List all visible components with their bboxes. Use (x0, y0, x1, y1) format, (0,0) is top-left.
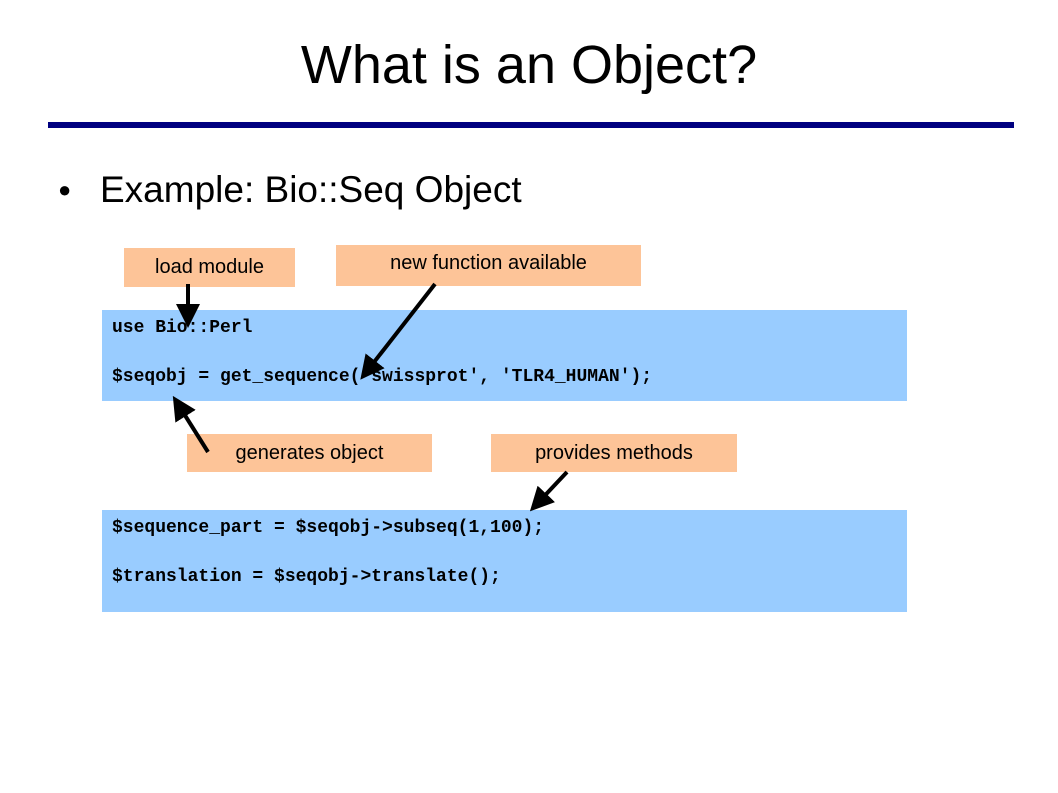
code-block-1: use Bio::Perl $seqobj = get_sequence('sw… (102, 310, 907, 401)
code-line: use Bio::Perl (112, 318, 253, 338)
code-line: $translation = $seqobj->translate(); (112, 567, 501, 587)
bullet-item: ● Example: Bio::Seq Object (58, 160, 522, 220)
callout-provides-methods: provides methods (491, 434, 737, 472)
bullet-icon: ● (58, 177, 72, 202)
slide-title: What is an Object? (300, 35, 758, 95)
callout-load-module: load module (124, 248, 295, 287)
code-line: $sequence_part = $seqobj->subseq(1,100); (112, 518, 545, 538)
callout-generates-object: generates object (187, 434, 432, 472)
bullet-text: Example: Bio::Seq Object (100, 169, 522, 210)
arrow-provides-methods-icon (529, 470, 569, 512)
title-underline (48, 122, 1014, 128)
code-line: $seqobj = get_sequence('swissprot', 'TLR… (112, 367, 653, 387)
callout-new-function: new function available (336, 245, 641, 286)
code-block-2: $sequence_part = $seqobj->subseq(1,100);… (102, 510, 907, 612)
